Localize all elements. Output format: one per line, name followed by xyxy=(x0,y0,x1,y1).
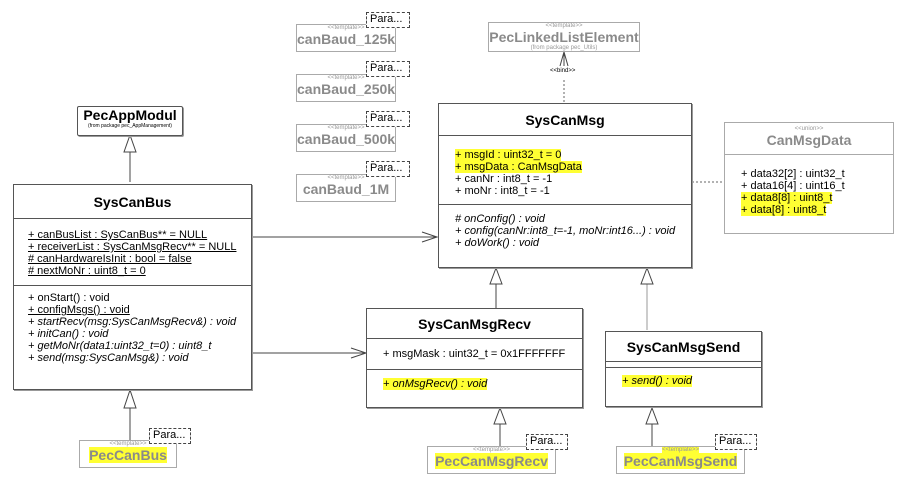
operation: + config(canNr:int8_t=-1, moNr:int16...)… xyxy=(455,225,676,237)
template-canbaud-500k[interactable]: <<template>> canBaud_500k xyxy=(296,124,396,152)
attribute: + msgMask : uint32_t = 0x1FFFFFFF xyxy=(383,348,566,360)
bind-label: <<bind>> xyxy=(550,68,576,74)
template-canbaud-1m[interactable]: <<template>> canBaud_1M xyxy=(296,174,396,202)
operation: + initCan() : void xyxy=(28,328,109,340)
class-name: SysCanMsgSend xyxy=(606,332,761,362)
template-name: canBaud_250k xyxy=(297,81,396,97)
package-label: (from package pec_Utils) xyxy=(530,45,598,51)
stereotype-label: <<template>> xyxy=(327,125,365,131)
template-param: Para... xyxy=(149,428,191,444)
template-peccanmsgrecv[interactable]: <<template>> PecCanMsgRecv xyxy=(427,446,556,474)
gen-arrow-send xyxy=(640,266,654,285)
template-name: PecCanMsgRecv xyxy=(435,453,548,469)
operation: + send(msg:SysCanMsg&) : void xyxy=(28,352,189,364)
class-name: SysCanMsgRecv xyxy=(367,309,582,339)
gen-arrow-peccanmsgsend xyxy=(645,406,659,425)
class-syscanbus[interactable]: SysCanBus + canBusList : SysCanBus** = N… xyxy=(13,184,252,390)
class-name: PecAppModul xyxy=(83,107,177,123)
operations-section: + onMsgRecv() : void xyxy=(367,370,582,390)
template-name: canBaud_1M xyxy=(302,181,390,197)
template-param: Para... xyxy=(526,434,568,450)
operation: + send() : void xyxy=(622,375,693,387)
attribute: # canHardwareIsInit : bool = false xyxy=(28,253,192,265)
package-label: (from package pec_AppManagement) xyxy=(88,123,172,129)
bind-arrow xyxy=(559,50,569,67)
class-name: SysCanBus xyxy=(14,185,251,219)
class-syscanmsgrecv[interactable]: SysCanMsgRecv + msgMask : uint32_t = 0x1… xyxy=(366,308,583,408)
template-param: Para... xyxy=(366,111,410,127)
class-pecappmodul[interactable]: PecAppModul (from package pec_AppManagem… xyxy=(77,106,183,136)
stereotype-label: <<template>> xyxy=(661,447,700,453)
attributes-section: + msgMask : uint32_t = 0x1FFFFFFF xyxy=(367,339,582,370)
operation: + getMoNr(data1:uint32_t=0) : uint8_t xyxy=(28,340,212,352)
template-param: Para... xyxy=(366,61,410,77)
operations-section: + onStart() : void + configMsgs() : void… xyxy=(14,286,251,364)
stereotype-label: <<template>> xyxy=(109,441,147,447)
gen-arrow-pecappmodul xyxy=(123,133,137,153)
template-param: Para... xyxy=(366,161,410,177)
operation: # onConfig() : void xyxy=(455,213,545,225)
class-name: PecLinkedListElement xyxy=(489,29,639,45)
gen-arrow-peccanmsgrecv xyxy=(493,406,507,425)
attribute: + receiverList : SysCanMsgRecv** = NULL xyxy=(28,241,237,253)
template-param: Para... xyxy=(366,12,410,28)
attribute: + data8[8] : uint8_t xyxy=(741,192,833,204)
stereotype-label: <<template>> xyxy=(327,175,365,181)
operation: + startRecv(msg:SysCanMsgRecv&) : void xyxy=(28,316,237,328)
assoc-arrow-syscanmsg xyxy=(421,231,439,243)
stereotype-label: <<template>> xyxy=(327,75,365,81)
gen-arrow-recv xyxy=(489,266,503,285)
attribute: # nextMoNr : uint8_t = 0 xyxy=(28,265,146,277)
template-canbaud-125k[interactable]: <<template>> canBaud_125k xyxy=(296,24,396,52)
stereotype-label: <<template>> xyxy=(327,25,365,31)
attribute: + moNr : int8_t = -1 xyxy=(455,185,550,197)
class-peclinkedlistelement[interactable]: <<template>> PecLinkedListElement (from … xyxy=(488,22,640,52)
operations-section: # onConfig() : void + config(canNr:int8_… xyxy=(439,205,691,249)
class-canmsgdata[interactable]: <<union>> CanMsgData + data32[2] : uint3… xyxy=(724,122,894,234)
attribute: + data16[4] : uint16_t xyxy=(741,180,845,192)
class-syscanmsgsend[interactable]: SysCanMsgSend + send() : void xyxy=(605,331,762,407)
attribute: + msgData : CanMsgData xyxy=(455,161,582,173)
template-name: canBaud_500k xyxy=(297,131,396,147)
attributes-section: + canBusList : SysCanBus** = NULL + rece… xyxy=(14,219,251,286)
operation: + onMsgRecv() : void xyxy=(383,378,488,390)
attributes-section: + data32[2] : uint32_t + data16[4] : uin… xyxy=(725,155,893,216)
attribute: + data[8] : uint8_t xyxy=(741,204,827,216)
stereotype-label: <<template>> xyxy=(472,447,511,453)
attributes-section xyxy=(606,362,761,368)
stereotype-label: <<union>> xyxy=(794,126,824,132)
operation: + onStart() : void xyxy=(28,292,110,304)
attributes-section: + msgId : uint32_t = 0 + msgData : CanMs… xyxy=(439,136,691,205)
attribute: + data32[2] : uint32_t xyxy=(741,168,845,180)
stereotype-label: <<template>> xyxy=(545,23,583,29)
operation: + doWork() : void xyxy=(455,237,540,249)
template-name: PecCanMsgSend xyxy=(623,453,738,469)
class-name: SysCanMsg xyxy=(439,104,691,136)
class-name: <<union>> CanMsgData xyxy=(725,123,893,155)
operation: + configMsgs() : void xyxy=(28,304,130,316)
gen-arrow-peccanbus xyxy=(123,388,137,409)
attribute: + canNr : int8_t = -1 xyxy=(455,173,553,185)
operations-section: + send() : void xyxy=(606,368,761,387)
template-name: PecCanBus xyxy=(89,447,167,463)
assoc-arrow-syscanmsgrecv xyxy=(350,347,368,359)
template-canbaud-250k[interactable]: <<template>> canBaud_250k xyxy=(296,74,396,102)
template-peccanbus[interactable]: <<template>> PecCanBus xyxy=(79,440,177,468)
attribute: + msgId : uint32_t = 0 xyxy=(455,149,562,161)
template-param: Para... xyxy=(715,434,757,450)
attribute: + canBusList : SysCanBus** = NULL xyxy=(28,229,208,241)
class-syscanmsg[interactable]: SysCanMsg + msgId : uint32_t = 0 + msgDa… xyxy=(438,103,692,268)
template-name: canBaud_125k xyxy=(297,31,396,47)
template-peccanmsgsend[interactable]: <<template>> PecCanMsgSend xyxy=(616,446,745,474)
